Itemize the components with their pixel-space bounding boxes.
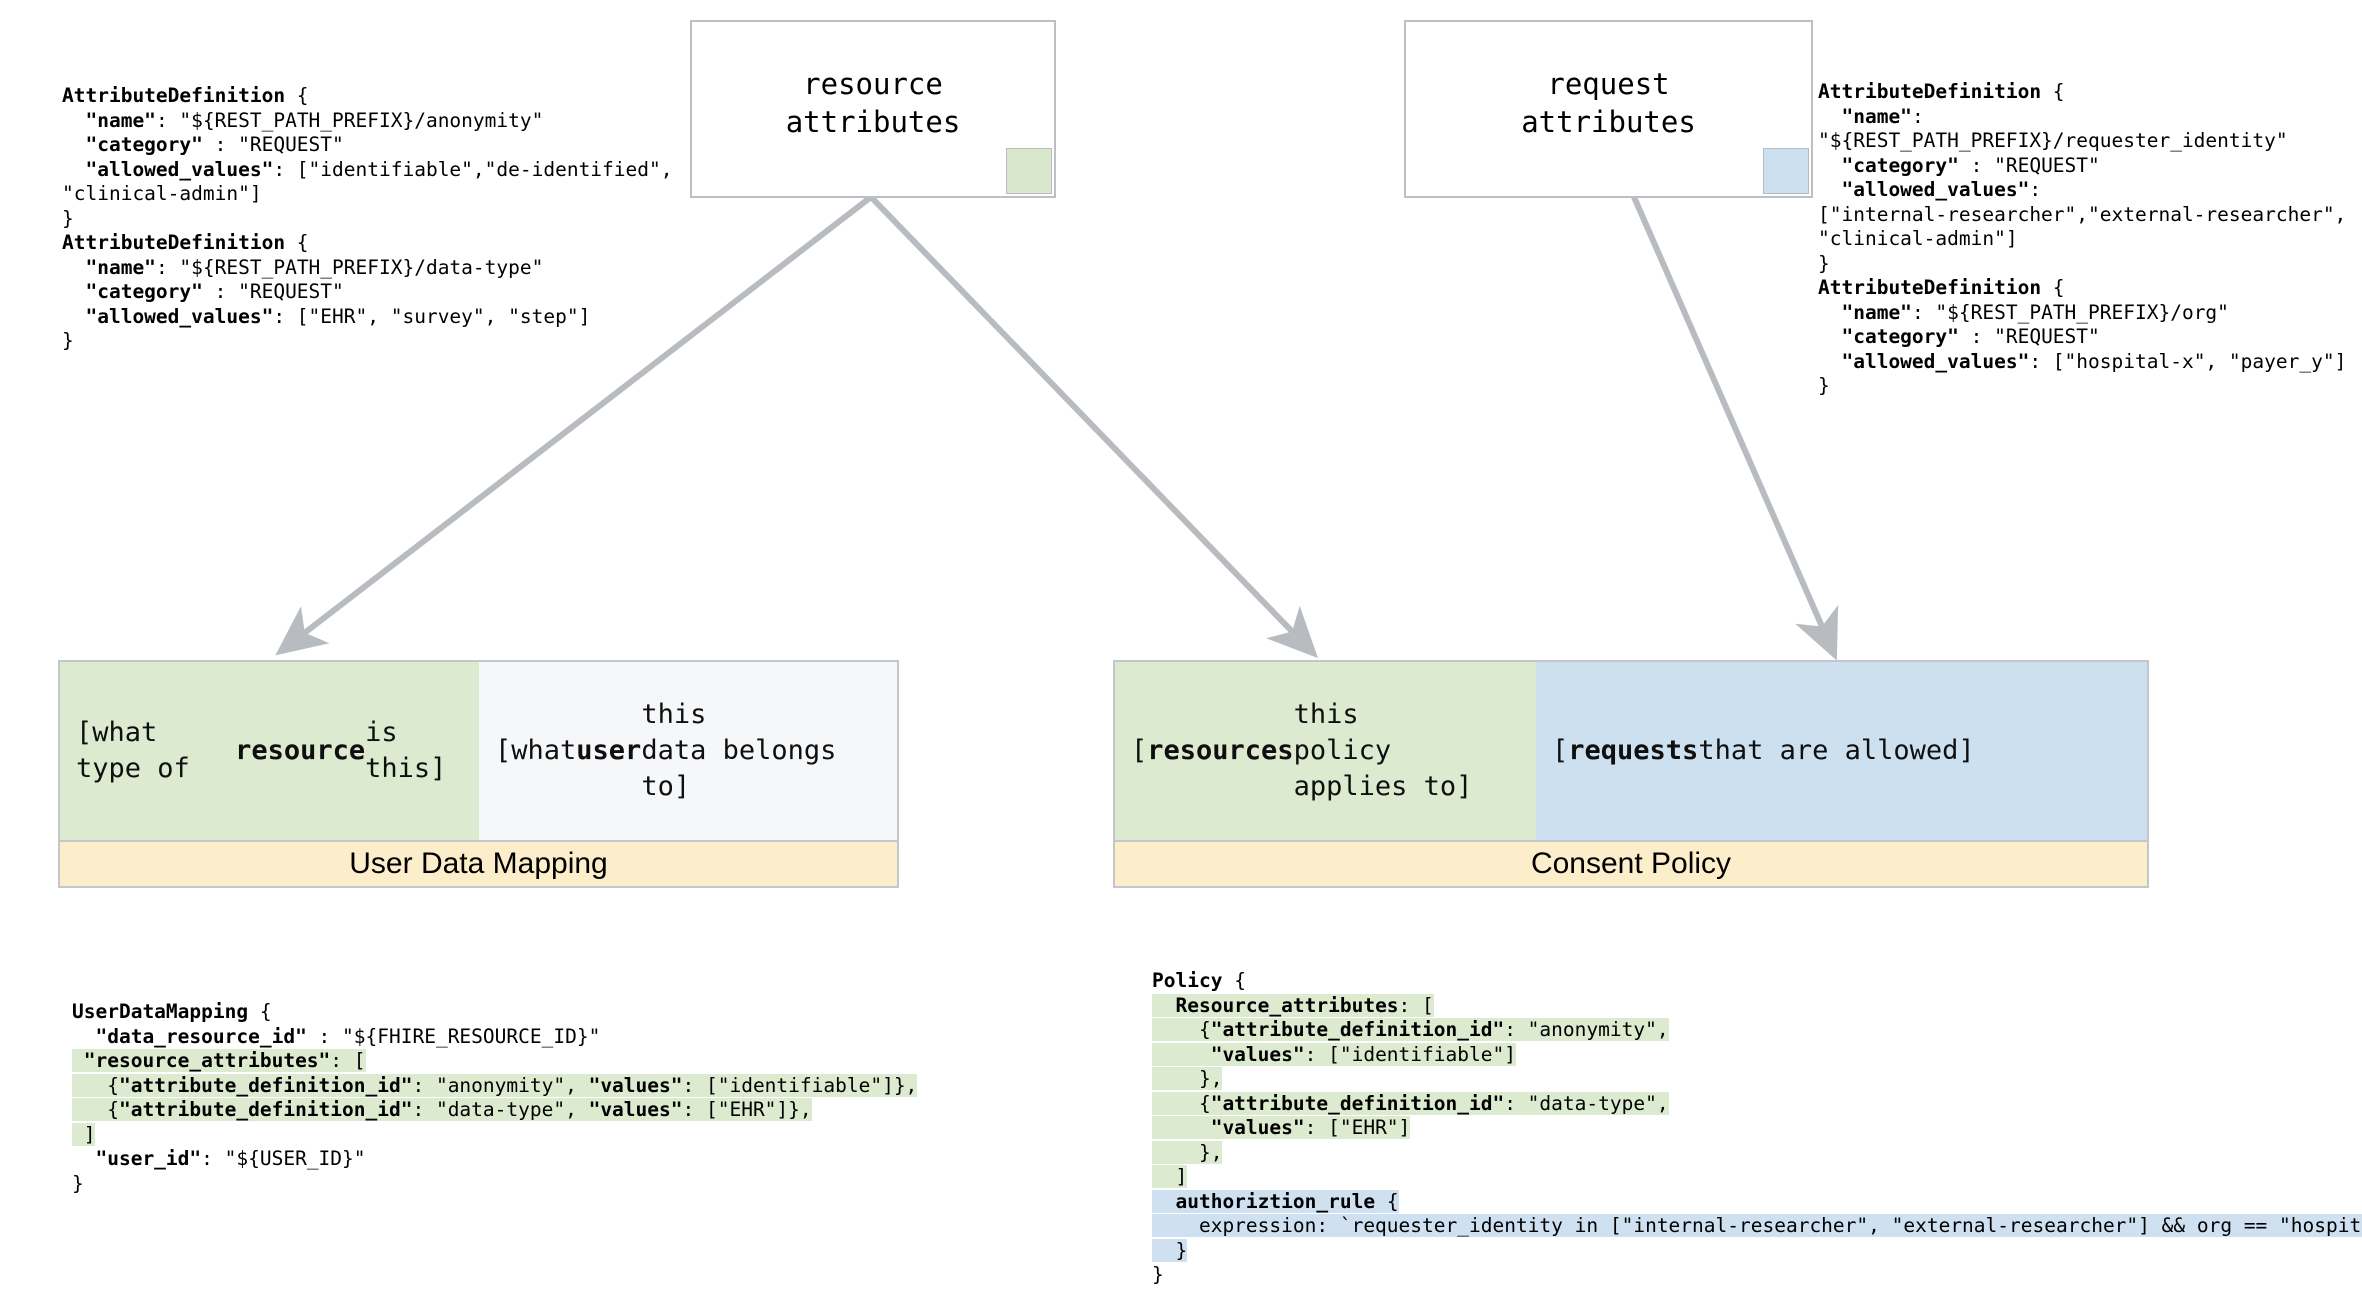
blue-swatch — [1763, 148, 1809, 194]
code-line: "category" : "REQUEST" — [1841, 325, 2100, 348]
code-line: "category" : "REQUEST" — [85, 280, 344, 303]
code-line: "user_id": "${USER_ID}" — [95, 1147, 366, 1170]
code-line: "values": ["identifiable"] — [1152, 1042, 2362, 1068]
code-line: Policy { — [1152, 969, 1246, 992]
code-line: "resource_attributes": [ — [72, 1049, 917, 1074]
request-attributes-box[interactable]: request attributes — [1404, 20, 1813, 198]
code-line: "name": "${REST_PATH_PREFIX}/anonymity" — [85, 108, 544, 132]
consent-policy-requests-cell[interactable]: [requests that are allowed] — [1536, 662, 2147, 840]
request-attributes-label: request attributes — [1521, 66, 1696, 139]
code-line: "allowed_values": — [1841, 178, 2042, 201]
consent-policy-caption: Consent Policy — [1115, 840, 2147, 886]
code-line: authoriztion_rule { — [1152, 1189, 2362, 1215]
attribute-definitions-request-code: AttributeDefinition { "name":"${REST_PAT… — [1818, 80, 2346, 399]
code-line: "${REST_PATH_PREFIX}/requester_identity" — [1818, 129, 2288, 152]
code-line: "values": ["EHR"] — [1152, 1116, 2362, 1141]
code-line: }, — [1152, 1140, 1223, 1164]
green-swatch — [1006, 148, 1052, 194]
arrow-request-to-consent-policy — [1631, 195, 1839, 661]
resource-attributes-label: resource attributes — [785, 66, 961, 139]
code-line: {"attribute_definition_id": "anonymity", — [1152, 1018, 1669, 1041]
code-line: AttributeDefinition { — [1818, 80, 2065, 103]
code-line: Resource_attributes: [ — [1152, 993, 2362, 1019]
code-line: "name": "${REST_PATH_PREFIX}/org" — [1841, 300, 2229, 324]
code-line: } — [1818, 374, 1830, 397]
resource-attributes-box[interactable]: resource attributes — [690, 20, 1056, 198]
code-line: AttributeDefinition { — [62, 231, 309, 254]
code-line: "name": — [1841, 104, 1924, 128]
code-line: "clinical-admin"] — [1818, 227, 2018, 250]
code-line: } — [72, 1171, 84, 1195]
code-line: "allowed_values": ["identifiable","de-id… — [85, 157, 673, 181]
code-line: {"attribute_definition_id": "data-type",… — [72, 1098, 812, 1121]
code-line: } — [1152, 1263, 1164, 1286]
code-line: "name": "${REST_PATH_PREFIX}/data-type" — [85, 255, 544, 279]
code-line: "category" : "REQUEST" — [1841, 153, 2100, 177]
policy-code: Policy { Resource_attributes: [ {"attrib… — [1152, 969, 2362, 1288]
user-data-mapping-caption: User Data Mapping — [60, 840, 897, 886]
code-line: {"attribute_definition_id": "data-type", — [1152, 1091, 1669, 1115]
code-line: ] — [1152, 1165, 1188, 1188]
code-line: } — [1818, 251, 1830, 275]
code-line: "allowed_values": ["hospital-x", "payer_… — [1841, 349, 2347, 373]
code-line: } — [62, 206, 74, 230]
code-line: } — [1152, 1238, 1188, 1262]
code-line: ["internal-researcher","external-researc… — [1818, 202, 2347, 226]
code-line: UserDataMapping { — [72, 1000, 272, 1023]
code-line: expression: `requester_identity in ["int… — [1152, 1214, 2362, 1239]
code-line: } — [62, 329, 74, 352]
code-line: {"attribute_definition_id": "anonymity",… — [72, 1073, 918, 1097]
code-line: "category" : "REQUEST" — [85, 133, 344, 156]
user-data-mapping-code: UserDataMapping { "data_resource_id" : "… — [72, 1000, 918, 1196]
arrow-resource-to-consent-policy — [868, 194, 1319, 659]
code-line: "clinical-admin"] — [62, 182, 262, 205]
code-line: ] — [72, 1122, 96, 1146]
code-line: "allowed_values": ["EHR", "survey", "ste… — [85, 304, 591, 328]
code-line: AttributeDefinition { — [62, 84, 309, 107]
code-line: "data_resource_id" : "${FHIRE_RESOURCE_I… — [95, 1024, 601, 1048]
attribute-definitions-resource-code: AttributeDefinition { "name": "${REST_PA… — [62, 84, 673, 354]
code-line: AttributeDefinition { — [1818, 276, 2065, 299]
code-line: }, — [1152, 1067, 1223, 1090]
